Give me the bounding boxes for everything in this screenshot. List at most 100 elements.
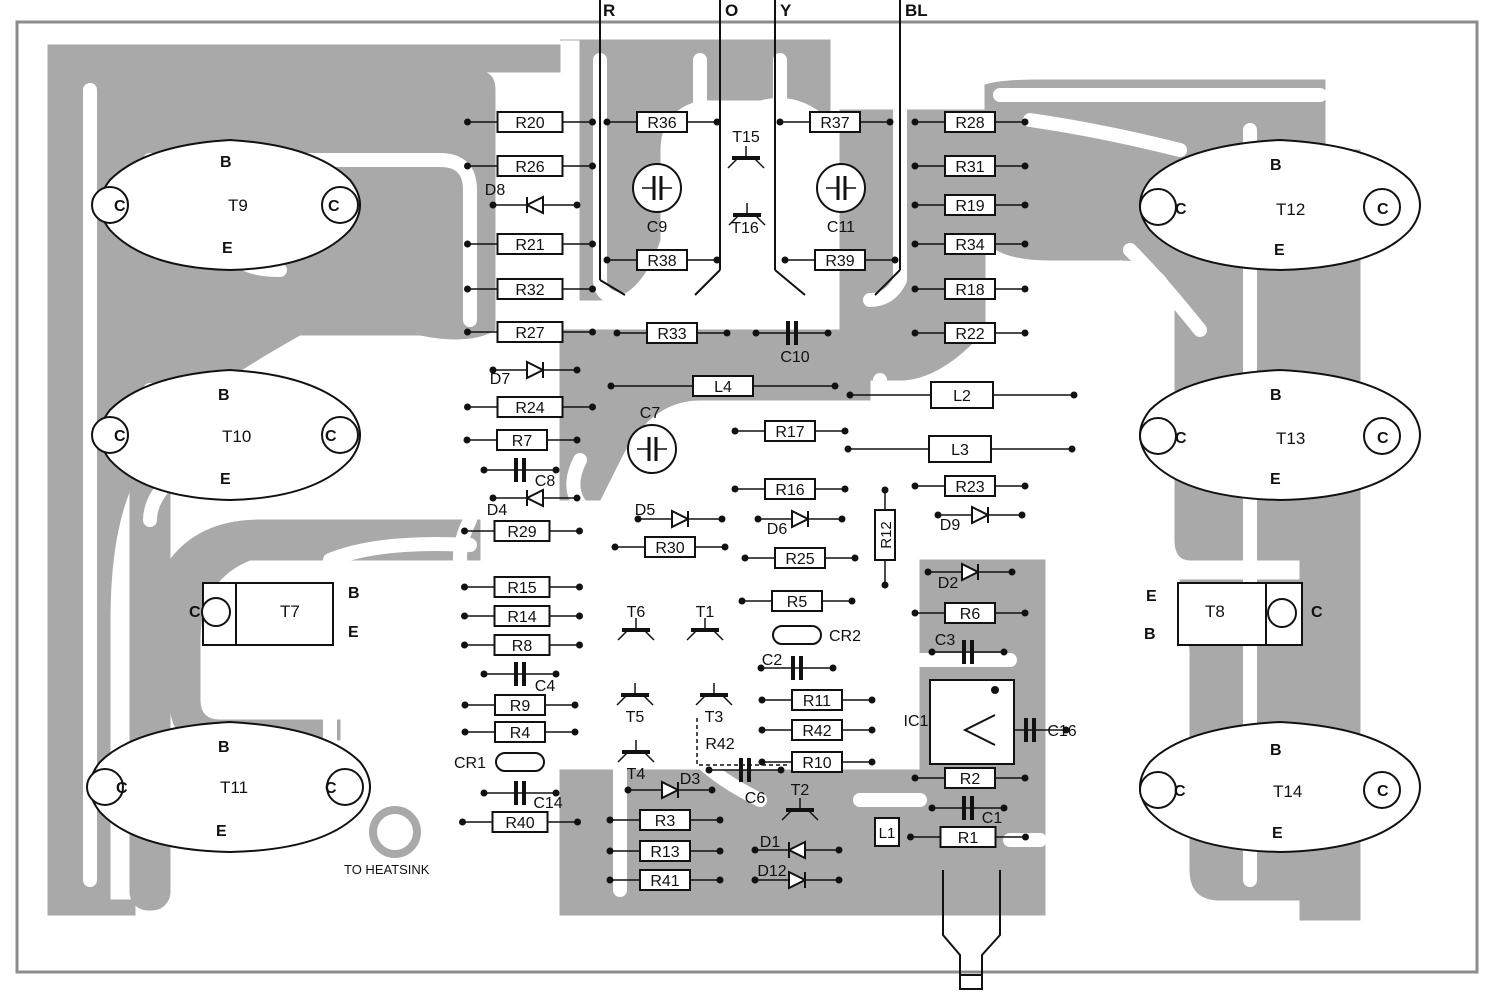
transistor-T13	[1139, 368, 1421, 502]
resistor-label: R31	[955, 159, 984, 176]
resistor-R15: R15	[461, 576, 583, 598]
t10-pin-e: E	[220, 471, 231, 488]
inductor-L1: L1	[874, 817, 900, 847]
resistor-R2: R2	[911, 767, 1029, 789]
resistor-label: R20	[515, 115, 544, 132]
resistor-R19: R19	[911, 194, 1029, 216]
diode-label: D2	[938, 575, 959, 592]
t10-pin-b: B	[218, 387, 230, 404]
transistor-T14	[1139, 720, 1421, 854]
t12-pin-c1: C	[1175, 201, 1187, 218]
inductor-label: L3	[951, 442, 969, 459]
transistor-label: T3	[705, 709, 724, 726]
capacitor-label: C6	[745, 790, 766, 807]
capacitor-label: C4	[535, 678, 556, 695]
capacitor-label: C3	[935, 632, 956, 649]
t13-pin-e: E	[1270, 471, 1281, 488]
resistor-R3: R3	[606, 809, 724, 831]
resistor-R38: R38	[603, 249, 721, 271]
small-transistor-T16: T16	[728, 203, 766, 237]
t10-label: T10	[222, 427, 251, 446]
transistor-T12	[1139, 138, 1421, 272]
transistor-label: T16	[731, 220, 759, 237]
resistor-label: R10	[802, 755, 831, 772]
diode-D9: D9	[934, 505, 1026, 534]
capacitor-C10: C10	[752, 321, 832, 366]
transistor-label: T1	[696, 604, 715, 621]
component-CR1: CR1	[454, 752, 545, 772]
transistor-label: T4	[627, 766, 646, 783]
capacitor-C1: C1	[928, 796, 1008, 827]
component-CR2: CR2	[772, 625, 861, 645]
resistor-R34: R34	[911, 233, 1029, 255]
transistor-T7	[201, 582, 334, 646]
resistor-R13: R13	[606, 840, 724, 862]
capacitor-label: C16	[1047, 723, 1076, 740]
capacitor-label: C8	[535, 473, 556, 490]
resistor-label: R15	[507, 580, 536, 597]
capacitor-C9: C9	[632, 163, 682, 236]
t9-pin-e: E	[222, 240, 233, 257]
t12-pin-e: E	[1274, 242, 1285, 259]
diode-D3: D3	[624, 771, 716, 800]
transistor-label: T15	[732, 129, 760, 146]
t10-pin-c2: C	[325, 428, 337, 445]
resistor-label: R18	[955, 282, 984, 299]
resistor-label: R14	[507, 609, 536, 626]
resistor-R29: R29	[461, 520, 583, 542]
resistor-label: R32	[515, 282, 544, 299]
diode-label: D5	[635, 502, 656, 519]
ic-IC1: IC1	[904, 679, 1015, 765]
resistor-label: R12	[878, 521, 895, 549]
transistor-label: T6	[627, 604, 646, 621]
resistor-R31: R31	[911, 155, 1029, 177]
diode-D5: D5	[634, 502, 726, 529]
t12-pin-c2: C	[1377, 201, 1389, 218]
capacitor-label: C9	[647, 219, 668, 236]
resistor-R14: R14	[461, 605, 583, 627]
capacitor-C8: C8	[480, 458, 560, 490]
diode-label: D9	[940, 517, 961, 534]
resistor-R27: R27	[464, 321, 596, 343]
resistor-label: R27	[515, 325, 544, 342]
t9-pin-c2: C	[328, 198, 340, 215]
capacitor-label: C11	[827, 219, 855, 236]
t11-pin-c1: C	[116, 780, 128, 797]
diode-D4: D4	[487, 488, 581, 519]
inductor-label: L4	[714, 379, 732, 396]
t14-pin-c1: C	[1174, 783, 1186, 800]
capacitor-label: C2	[762, 652, 783, 669]
copper-center-wide	[559, 329, 871, 501]
t12-pin-b: B	[1270, 157, 1282, 174]
routing-channels	[83, 53, 1327, 897]
small-transistor-T2: T2	[781, 782, 819, 821]
t12-label: T12	[1276, 200, 1305, 219]
resistor-R17: R17	[731, 420, 849, 442]
inductor-label: L2	[953, 388, 971, 405]
resistor-label: R28	[955, 115, 984, 132]
heatsink-hole	[369, 806, 421, 858]
diode-label: D6	[767, 521, 788, 538]
capacitor-C16: C16	[990, 718, 1077, 742]
resistor-R24: R24	[464, 396, 596, 418]
small-transistor-T5: T5	[616, 683, 654, 726]
resistor-R40: R40	[459, 811, 581, 833]
component-label: CR2	[829, 628, 861, 645]
capacitor-C3: C3	[928, 632, 1008, 664]
resistor-label: R16	[775, 482, 804, 499]
resistor-R6: R6	[911, 602, 1029, 624]
resistor-label: R30	[655, 540, 684, 557]
resistor-R8: R8	[461, 634, 583, 656]
resistor-label: R39	[825, 253, 854, 270]
t8-pin-b: B	[1144, 626, 1156, 643]
resistor-label: R2	[960, 771, 981, 788]
resistor-R18: R18	[911, 278, 1029, 300]
t7-pin-b: B	[348, 585, 360, 602]
resistor-label: R37	[820, 115, 849, 132]
components: R20R26R21R32R27R24R7R29R15R14R8R9R4R40R3…	[454, 111, 1078, 891]
resistor-label: R34	[955, 237, 984, 254]
inductor-L3: L3	[844, 435, 1076, 463]
transistor-T10	[91, 368, 361, 502]
resistor-R30: R30	[611, 536, 729, 558]
